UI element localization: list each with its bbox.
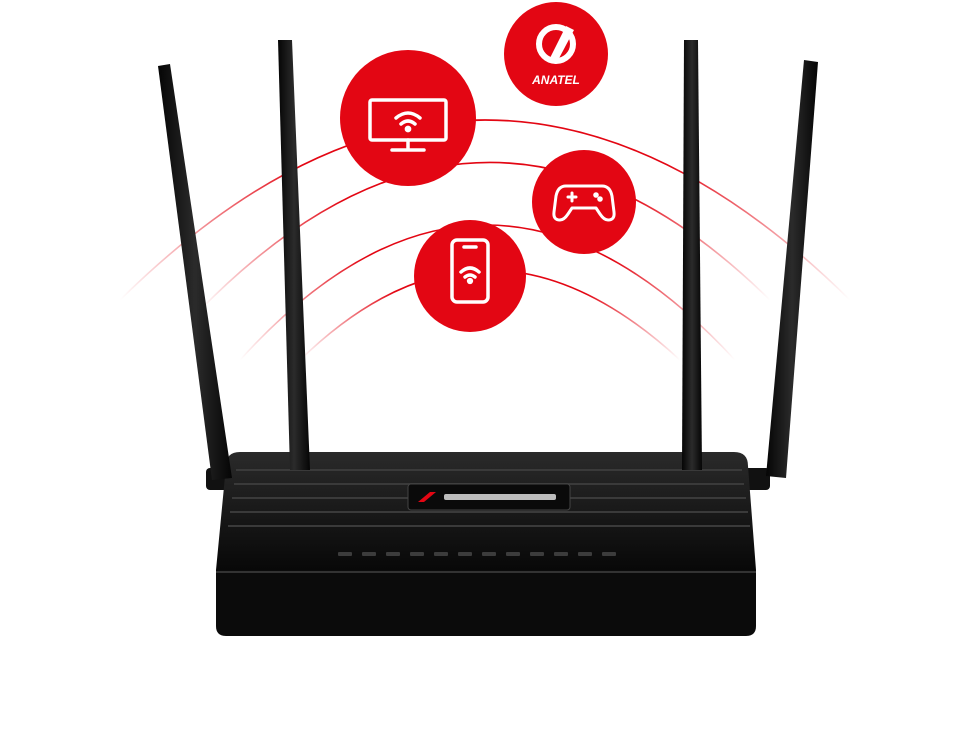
gamepad-icon xyxy=(552,184,616,222)
badge-anatel: ANATEL xyxy=(504,2,608,106)
anatel-label: ANATEL xyxy=(531,73,580,87)
antenna-far-right xyxy=(766,60,818,478)
router-brand-logo-icon xyxy=(418,492,556,502)
router xyxy=(206,452,770,636)
antenna-far-left xyxy=(158,64,232,480)
router-front-panel xyxy=(216,570,756,636)
signal-arc-1 xyxy=(119,119,851,301)
antennas xyxy=(158,40,818,480)
antenna-mid-right xyxy=(682,40,702,470)
wifi-tv-icon xyxy=(368,98,448,152)
antenna-mid-left xyxy=(278,40,310,470)
wifi-smartphone-icon xyxy=(450,238,490,304)
router-led-indicators xyxy=(338,552,616,556)
badge-wifi-smartphone xyxy=(414,220,526,332)
badge-gamepad xyxy=(532,150,636,254)
badge-wifi-tv xyxy=(340,50,476,186)
anatel-logo-icon xyxy=(536,24,576,64)
